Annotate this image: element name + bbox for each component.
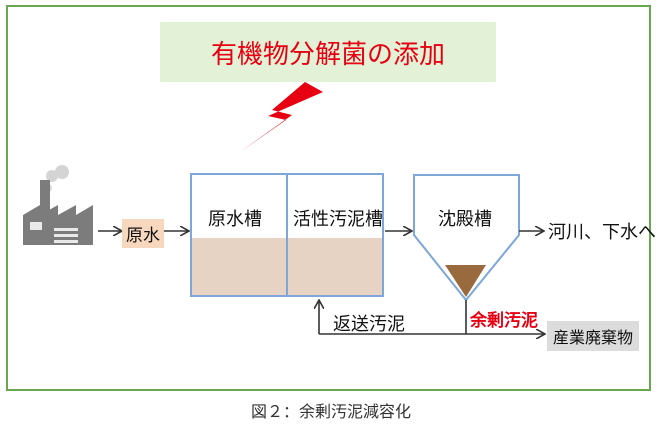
return-sludge-label: 返送汚泥 [333, 314, 405, 335]
activated-sludge-tank-sludge [287, 238, 383, 296]
activated-sludge-tank [286, 173, 384, 297]
diagram-frame [6, 5, 651, 391]
raw-water-label: 原水 [122, 219, 164, 248]
raw-water-tank-sludge [191, 238, 287, 296]
settling-tank-label: 沈殿槽 [438, 209, 492, 230]
figure-caption: 図２：余剰汚泥減容化 [250, 402, 411, 421]
industrial-waste-text: 産業廃棄物 [553, 328, 634, 347]
activated-sludge-tank-label: 活性汚泥槽 [293, 209, 383, 230]
excess-sludge-label: 余剰汚泥 [470, 311, 538, 331]
industrial-waste-label: 産業廃棄物 [547, 321, 640, 351]
additive-banner: 有機物分解菌の添加 [160, 22, 496, 82]
lightning-icon [240, 82, 323, 152]
discharge-label: 河川、下水へ [548, 222, 656, 243]
additive-banner-text: 有機物分解菌の添加 [210, 39, 445, 70]
raw-water-tank-label: 原水槽 [208, 209, 262, 230]
raw-water-text: 原水 [126, 226, 160, 246]
factory-icon [23, 165, 93, 245]
settling-tank [413, 174, 520, 302]
settled-sludge [445, 265, 486, 297]
